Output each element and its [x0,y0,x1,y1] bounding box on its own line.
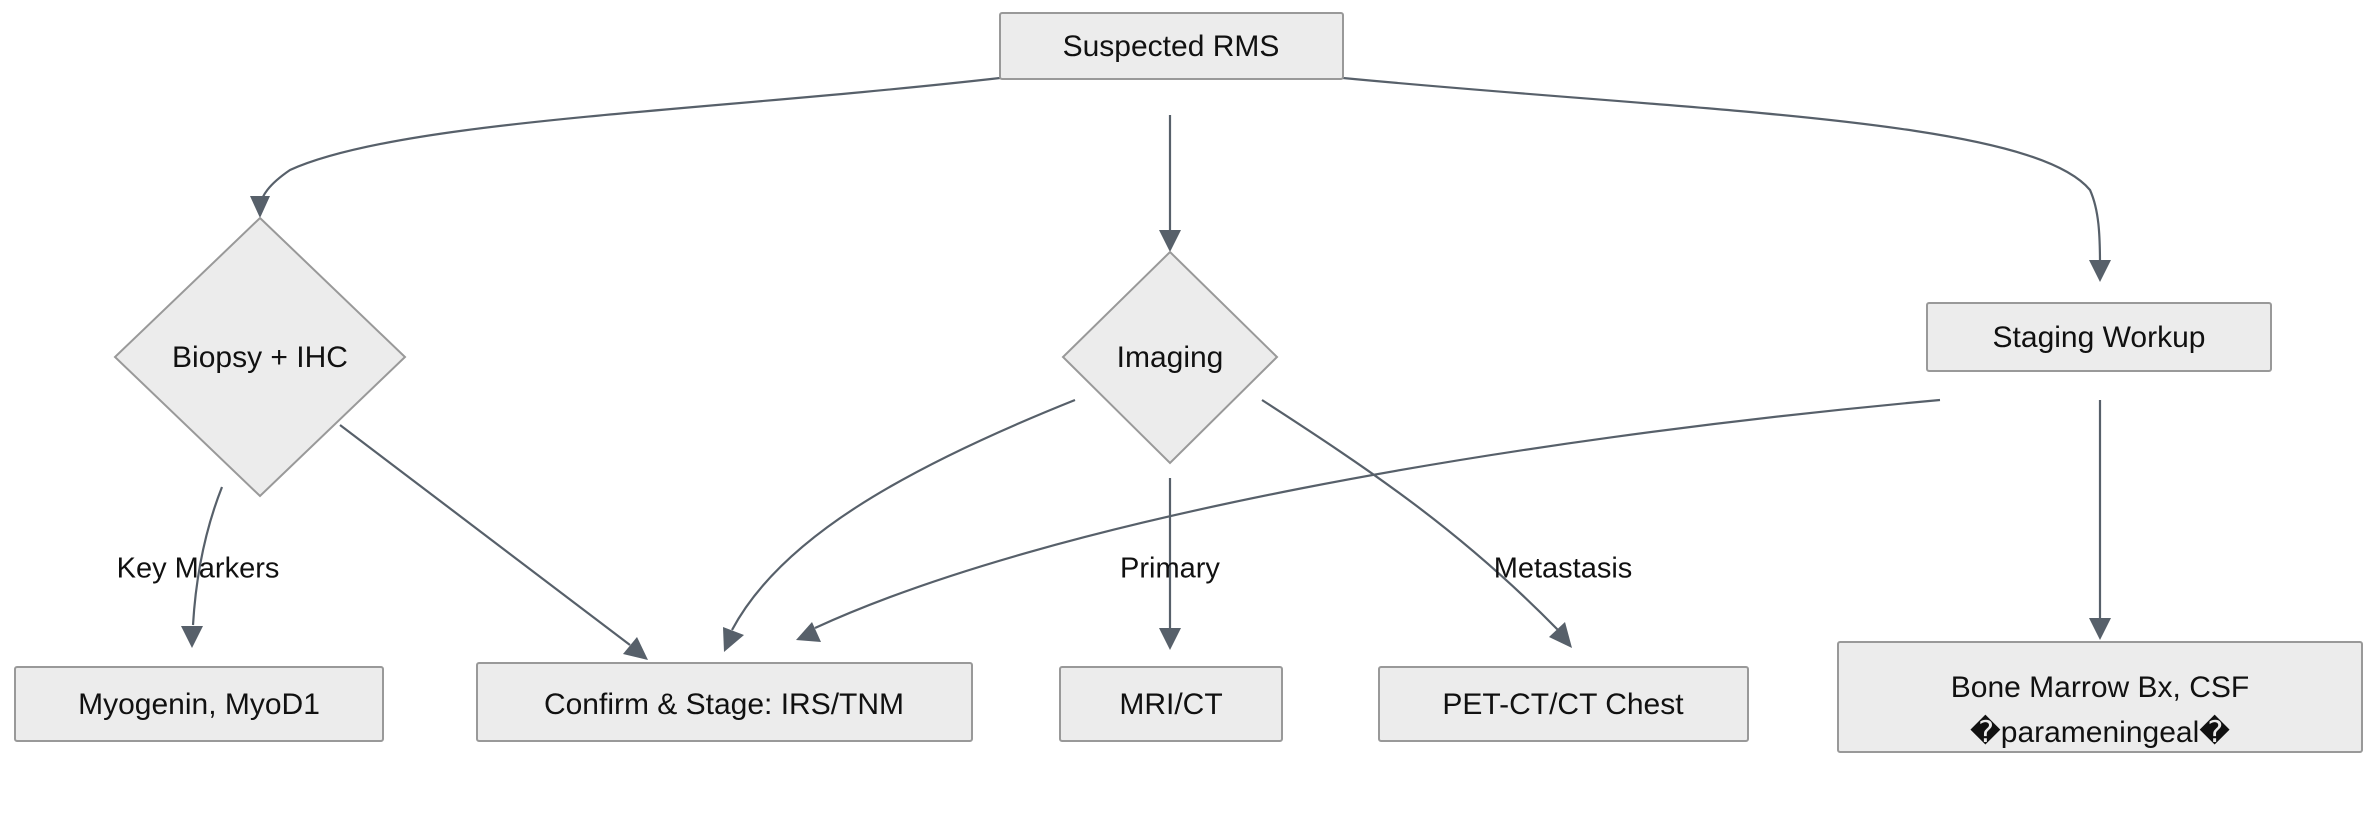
node-confirm-stage[interactable]: Confirm & Stage: IRS/TNM [476,662,973,742]
edge-layer [181,76,2111,660]
edge-suspected-to-imaging [1159,115,1181,252]
edge-imaging-to-confirm [723,398,1076,652]
node-staging-workup[interactable]: Staging Workup [1926,302,2272,372]
edge-imaging-to-mrict [1159,478,1181,650]
node-biopsy-ihc[interactable]: Biopsy + IHC [113,216,407,498]
edge-suspected-to-staging [1342,76,2111,282]
node-label-biopsy-ihc: Biopsy + IHC [172,341,348,374]
node-label-imaging: Imaging [1117,341,1224,374]
edge-label-layer: Key Markers Primary Metastasis [117,553,1633,585]
edge-label-key-markers: Key Markers [117,553,280,585]
node-label-bone-marrow-line2: �parameningeal� [1970,714,2230,749]
edge-label-metastasis: Metastasis [1494,553,1633,585]
edge-biopsy-to-markers [181,486,224,648]
node-mri-ct[interactable]: MRI/CT [1059,666,1283,742]
node-pet-ct-chest[interactable]: PET-CT/CT Chest [1378,666,1749,742]
node-label-myogenin-myod1: Myogenin, MyoD1 [78,688,320,721]
node-suspected-rms[interactable]: Suspected RMS [999,12,1344,80]
node-bone-marrow-csf[interactable]: Bone Marrow Bx, CSF �parameningeal� [1837,641,2363,753]
edge-staging-to-bonemarrow [2089,400,2111,640]
node-label-suspected-rms: Suspected RMS [1063,30,1280,63]
node-myogenin-myod1[interactable]: Myogenin, MyoD1 [14,666,384,742]
edge-biopsy-to-confirm [339,424,648,660]
node-layer: Suspected RMS Biopsy + IHC Imaging Stagi… [14,12,2363,753]
edge-label-primary: Primary [1120,553,1220,585]
node-label-confirm-stage: Confirm & Stage: IRS/TNM [544,688,904,721]
edge-staging-to-confirm [796,398,1941,642]
node-label-pet-ct-chest: PET-CT/CT Chest [1442,688,1684,721]
node-label-bone-marrow-line1: Bone Marrow Bx, CSF [1951,671,2249,704]
node-label-staging-workup: Staging Workup [1993,321,2206,354]
node-label-mri-ct: MRI/CT [1119,688,1222,721]
edge-imaging-to-petct [1261,399,1572,648]
node-imaging[interactable]: Imaging [1061,250,1279,465]
edge-suspected-to-biopsy [250,76,1001,218]
